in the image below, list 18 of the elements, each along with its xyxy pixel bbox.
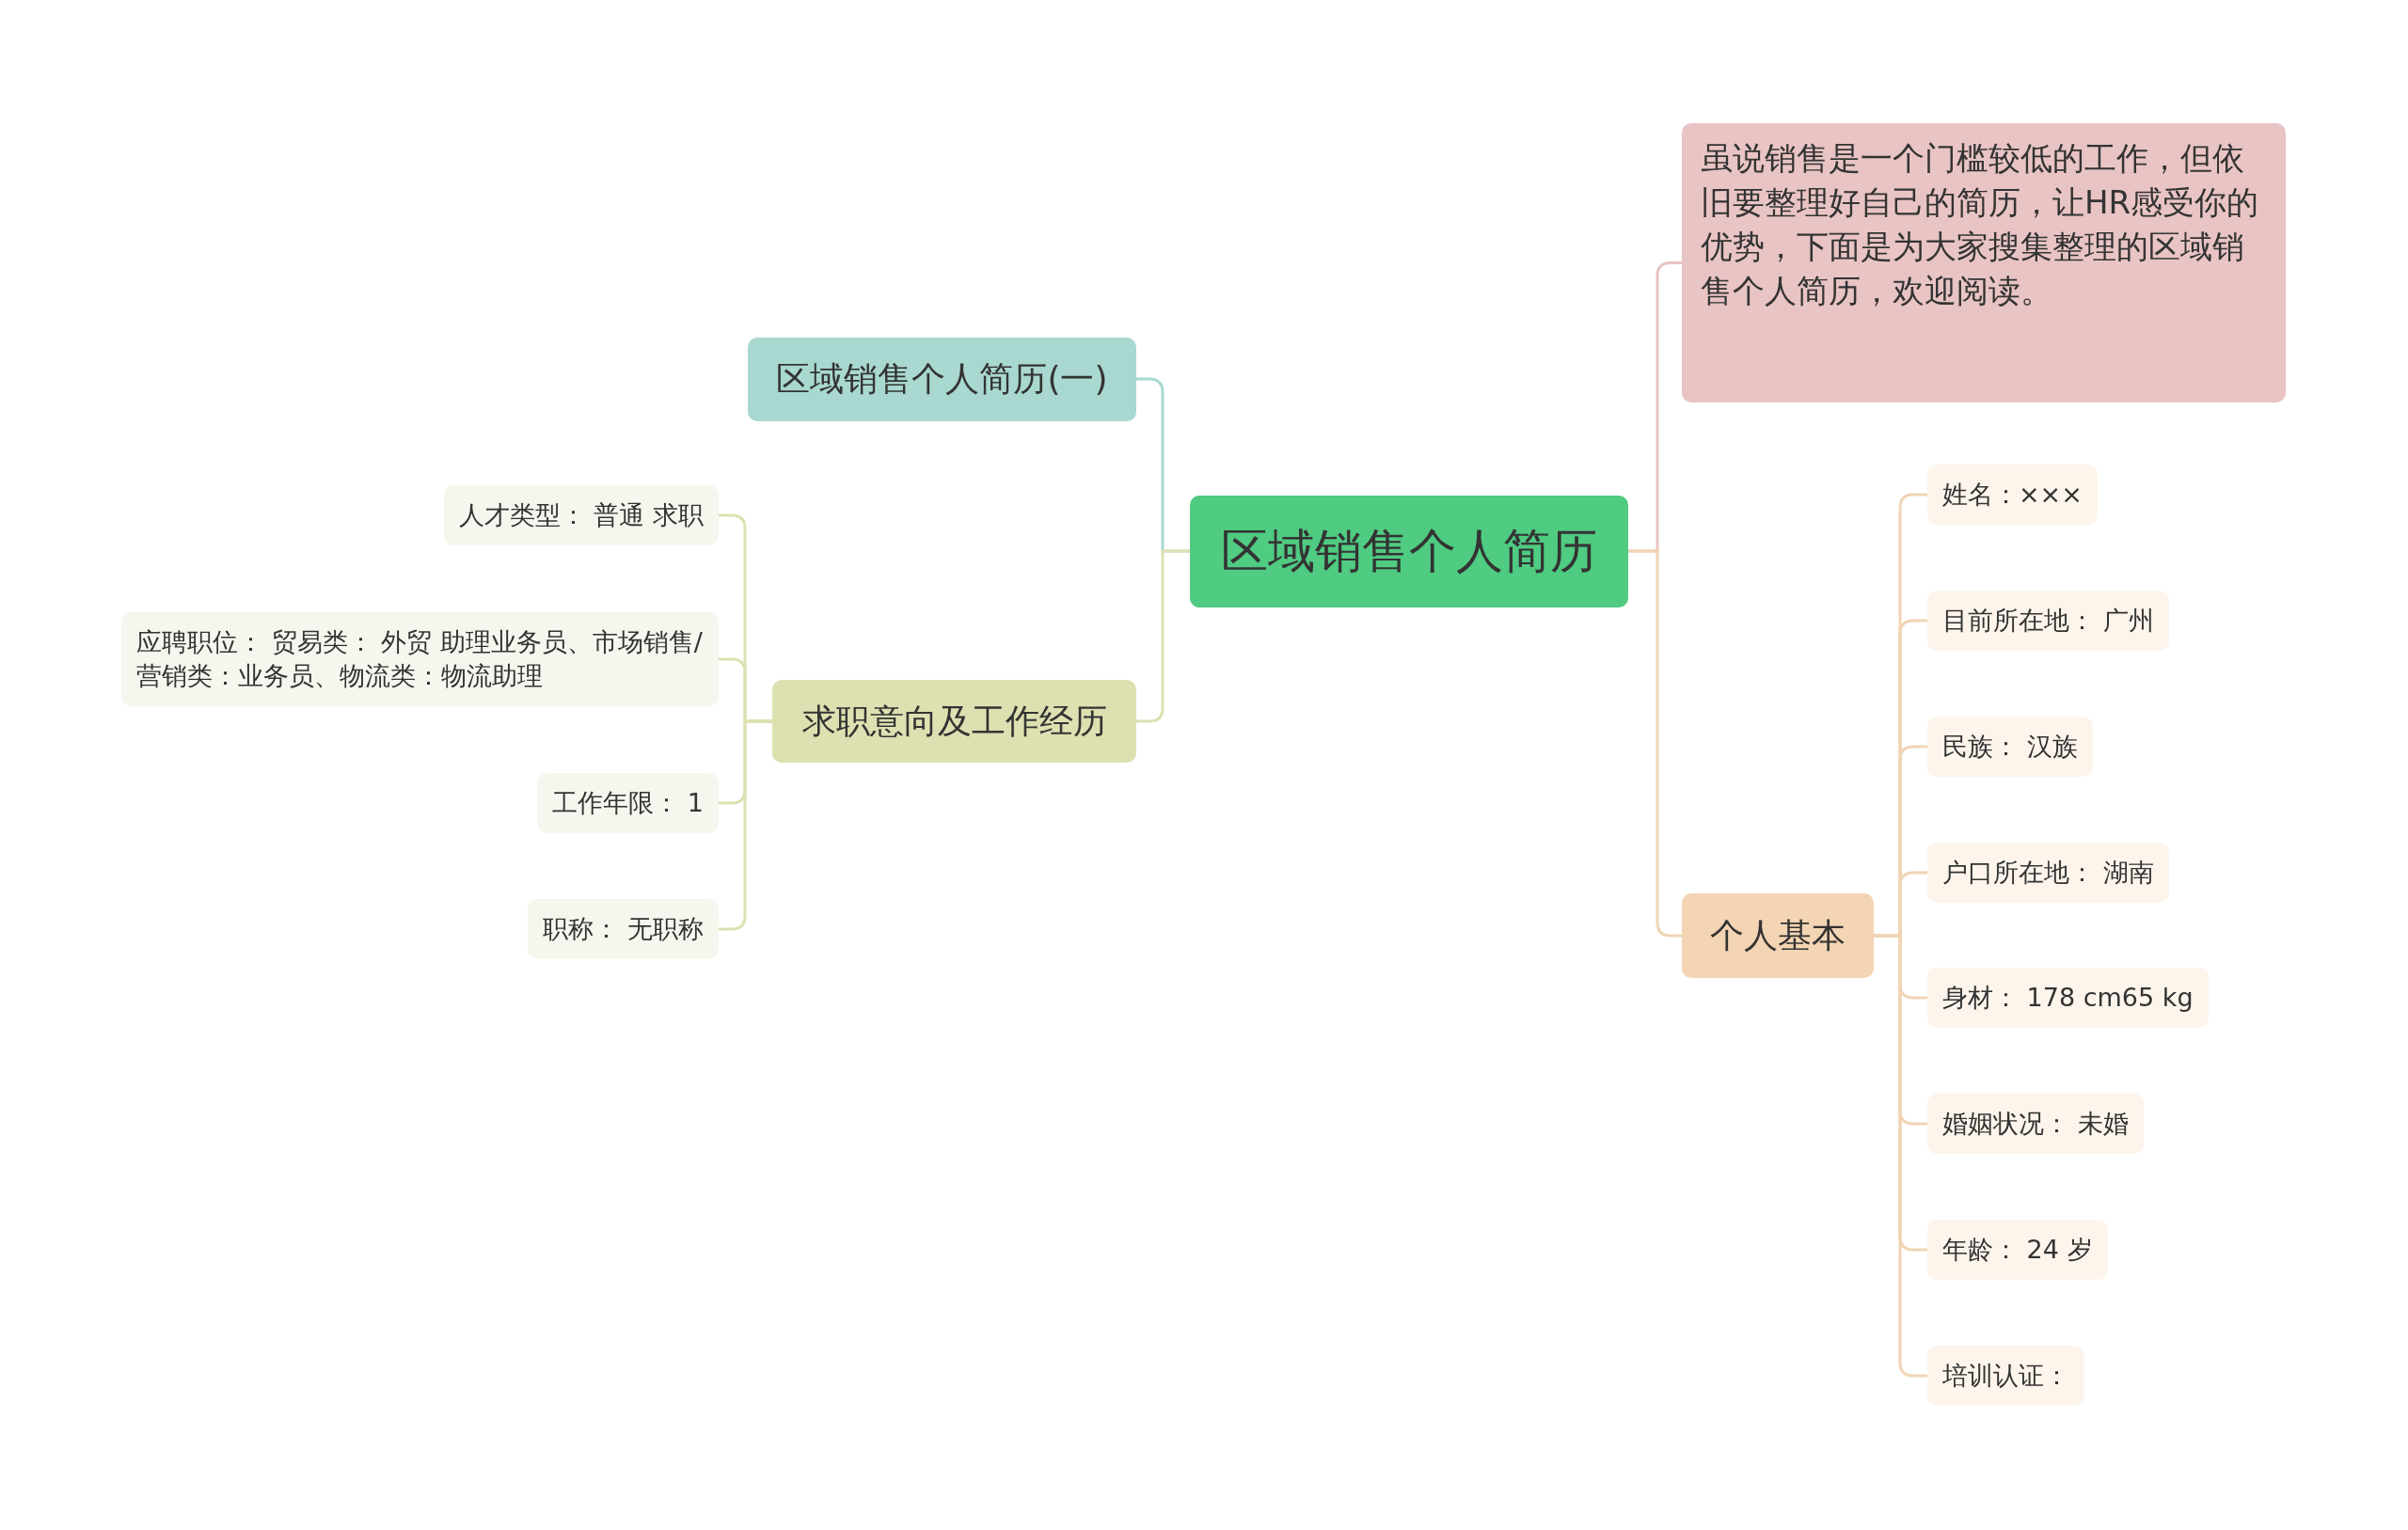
leaf-topic: 身材： 178 cm65 kg: [1927, 967, 2209, 1029]
leaf-topic: 目前所在地： 广州: [1927, 590, 2169, 652]
note-card: 虽说销售是一个门槛较低的工作，但依旧要整理好自己的简历，让HR感受你的优势，下面是为大家搜集整理的区域销售个人简历，欢迎阅读。: [1682, 123, 2286, 402]
branch-topic: 求职意向及工作经历: [772, 680, 1136, 763]
leaf-topic: 应聘职位： 贸易类： 外贸 助理业务员、市场销售/营销类：业务员、物流类：物流助理: [121, 611, 719, 707]
leaf-topic: 姓名：×××: [1927, 464, 2098, 526]
leaf-topic: 职称： 无职称: [528, 898, 719, 960]
leaf-topic: 婚姻状况： 未婚: [1927, 1093, 2144, 1155]
leaf-topic: 培训认证：: [1927, 1345, 2084, 1407]
leaf-topic: 户口所在地： 湖南: [1927, 842, 2169, 904]
central-topic: 区域销售个人简历: [1190, 495, 1628, 607]
leaf-topic: 民族： 汉族: [1927, 716, 2093, 778]
connector-line: [1874, 934, 1927, 1378]
branch-topic: 区域销售个人简历(一): [748, 337, 1136, 421]
branch-topic: 个人基本: [1682, 893, 1874, 978]
leaf-topic: 人才类型： 普通 求职: [443, 484, 719, 546]
leaf-topic: 年龄： 24 岁: [1927, 1219, 2108, 1281]
leaf-topic: 工作年限： 1: [537, 772, 719, 834]
